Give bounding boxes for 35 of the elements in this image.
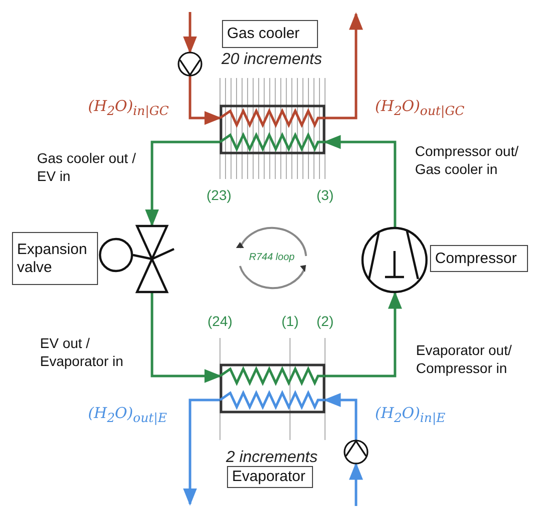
flow-label: Compressor out/ Gas cooler in bbox=[415, 143, 520, 178]
state-number: (1) bbox=[282, 313, 299, 330]
heat-exchanger bbox=[220, 105, 325, 154]
flow-arrow bbox=[323, 393, 358, 440]
water-stream-label: (H$_{2}$O)$_{in|GC}$ bbox=[88, 97, 169, 119]
state-number: (23) bbox=[206, 187, 232, 204]
flow-arrow bbox=[150, 293, 222, 383]
flow-arrow bbox=[145, 140, 220, 227]
pump-symbol bbox=[344, 440, 368, 464]
flow-arrow bbox=[325, 12, 363, 120]
water-stream-label: (H$_{2}$O)$_{out|E}$ bbox=[88, 404, 167, 426]
state-number: (24) bbox=[208, 313, 232, 330]
compressor-symbol bbox=[361, 227, 428, 293]
component-label: Gas cooler bbox=[222, 20, 318, 48]
flow-arrow bbox=[183, 12, 197, 54]
flow-label: Evaporator out/ Compressor in bbox=[416, 342, 513, 377]
component-label: Evaporator bbox=[227, 466, 313, 488]
flow-arrow bbox=[325, 291, 402, 378]
flow-arrow bbox=[349, 462, 363, 506]
flow-label: EV out / Evaporator in bbox=[40, 335, 124, 370]
water-stream-label: (H$_{2}$O)$_{out|GC}$ bbox=[375, 97, 464, 119]
flow-label: Gas cooler out / EV in bbox=[37, 150, 137, 185]
increment-count: 2 increments bbox=[226, 448, 318, 468]
loop-label: R744 loop bbox=[249, 252, 295, 264]
component-label: Expansion valve bbox=[12, 232, 98, 285]
heat-exchanger bbox=[220, 364, 325, 413]
flow-arrow bbox=[323, 135, 396, 227]
increment-count: 20 increments bbox=[222, 50, 322, 70]
flow-arrow bbox=[188, 76, 222, 125]
state-number: (2) bbox=[316, 313, 334, 330]
state-number: (3) bbox=[316, 187, 334, 204]
pump-symbol bbox=[178, 52, 202, 76]
water-stream-label: (H$_{2}$O)$_{in|E}$ bbox=[375, 404, 446, 426]
component-label: Compressor bbox=[430, 245, 528, 272]
flow-arrow bbox=[183, 398, 220, 506]
